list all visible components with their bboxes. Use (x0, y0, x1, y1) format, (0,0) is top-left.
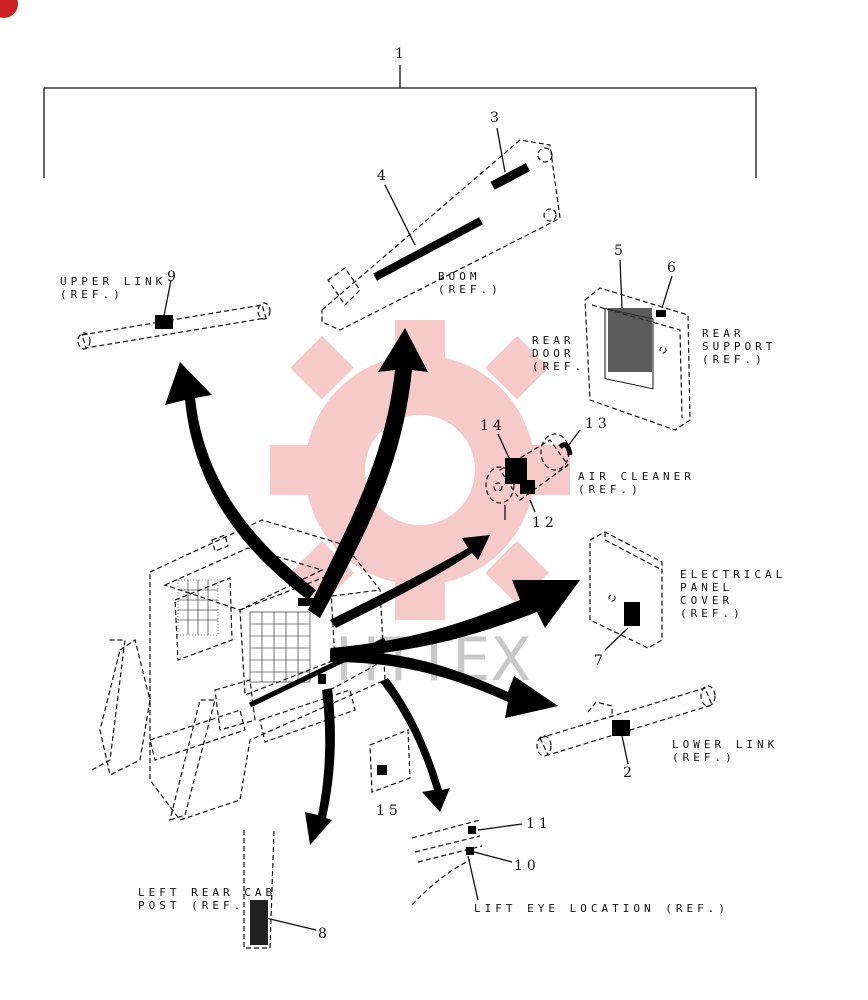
decal-12 (520, 480, 535, 494)
callout-4: 4 (377, 168, 390, 184)
boom-part (321, 127, 561, 331)
electrical-label-3: COVER (680, 594, 733, 607)
rear-support-label-1: REAR (702, 327, 745, 340)
boom-label-1: BOOM (438, 270, 481, 283)
decal-4 (373, 217, 483, 281)
decal-9 (155, 315, 173, 329)
arrow-to-lift-eye (380, 678, 450, 812)
decal-2 (612, 720, 630, 736)
callout-9: 9 (167, 269, 180, 285)
air-cleaner-label-2: (REF.) (578, 483, 642, 496)
arrows (165, 328, 580, 845)
callout-7: 7 (594, 653, 607, 669)
upper-link-part (77, 279, 271, 350)
callout-1: 1 (395, 46, 408, 62)
boom-label-2: (REF.) (438, 283, 502, 296)
decal-8 (250, 900, 268, 945)
air-cleaner-part (485, 429, 581, 520)
grille-left (177, 579, 219, 636)
decal-3 (490, 163, 531, 190)
decal-13 (558, 442, 573, 456)
callout-2: 2 (623, 765, 636, 781)
decal-10 (466, 847, 474, 855)
lower-link-label-1: LOWER LINK (672, 738, 778, 751)
rear-door-label-1: REAR (532, 334, 575, 347)
arrow-to-cab-post (305, 688, 335, 845)
decal-15 (377, 765, 387, 775)
callout-11: 11 (526, 816, 552, 832)
callout-3: 3 (490, 110, 503, 126)
arrow-to-upper-link (165, 362, 316, 600)
electrical-label-2: PANEL (680, 581, 733, 594)
lift-eye-label: LIFT EYE LOCATION (REF.) (474, 902, 729, 915)
decal-6 (656, 310, 666, 317)
logo-icon (0, 0, 18, 18)
electrical-panel-part (589, 531, 663, 651)
arrow-to-air-cleaner (330, 535, 490, 628)
callout-15: 15 (376, 803, 402, 819)
callout-6: 6 (667, 260, 680, 276)
arrow-to-electrical-panel (330, 580, 580, 658)
callout-12: 12 (532, 515, 558, 531)
electrical-label-1: ELECTRICAL (680, 568, 786, 581)
panel-15-part (369, 729, 411, 793)
cab-post-label-2: POST (REF. (138, 899, 244, 912)
callout-13: 13 (585, 416, 611, 432)
rear-support-label-2: SUPPORT (702, 340, 776, 353)
callout-10: 10 (514, 858, 540, 874)
decal-7 (624, 602, 640, 626)
decal-11 (468, 826, 476, 834)
rear-door-part (584, 259, 691, 431)
rear-door-label-2: DOOR (532, 347, 575, 360)
callout-8: 8 (318, 926, 331, 942)
arrow-to-boom (308, 328, 428, 618)
upper-link-label-2: (REF.) (60, 288, 124, 301)
rear-support-label-3: (REF.) (702, 353, 766, 366)
lift-eye-part (411, 819, 523, 906)
cab-post-label-1: LEFT REAR CAB (138, 886, 276, 899)
lower-link-label-2: (REF.) (672, 751, 736, 764)
callout-5: 5 (614, 243, 627, 259)
decal-5 (608, 308, 652, 372)
rear-door-label-3: (REF. (532, 360, 585, 373)
lower-link-part (536, 685, 716, 765)
cab-post-part (243, 829, 317, 949)
grille-right (249, 611, 311, 683)
air-cleaner-label-1: AIR CLEANER (578, 470, 695, 483)
arrow-to-lower-link (330, 650, 558, 718)
electrical-label-4: (REF.) (680, 607, 744, 620)
upper-link-label-1: UPPER LINK (60, 275, 166, 288)
bracket-1 (43, 65, 757, 178)
callout-14: 14 (480, 418, 506, 434)
decal-14 (505, 458, 527, 484)
